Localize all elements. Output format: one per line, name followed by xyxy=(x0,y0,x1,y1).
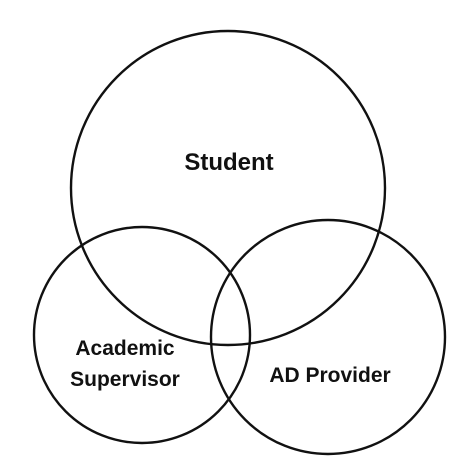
ad-provider-circle xyxy=(209,218,447,456)
student-label: Student xyxy=(184,149,273,176)
academic-supervisor-label-line-1: Academic xyxy=(75,337,175,360)
ad-provider-label: AD Provider xyxy=(269,364,390,387)
academic-supervisor-circle xyxy=(32,225,252,445)
student-circle xyxy=(69,29,387,347)
academic-supervisor-label-line-2: Supervisor xyxy=(70,368,180,391)
